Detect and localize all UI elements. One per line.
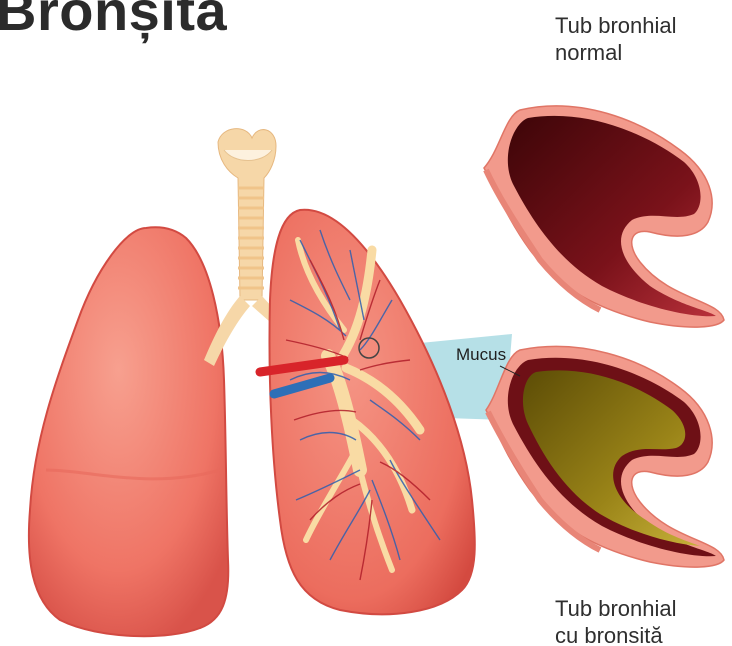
left-lung (29, 227, 228, 636)
mucus-label: Mucus (456, 345, 506, 365)
normal-tube (484, 106, 724, 327)
bronchitis-tube (486, 346, 724, 567)
